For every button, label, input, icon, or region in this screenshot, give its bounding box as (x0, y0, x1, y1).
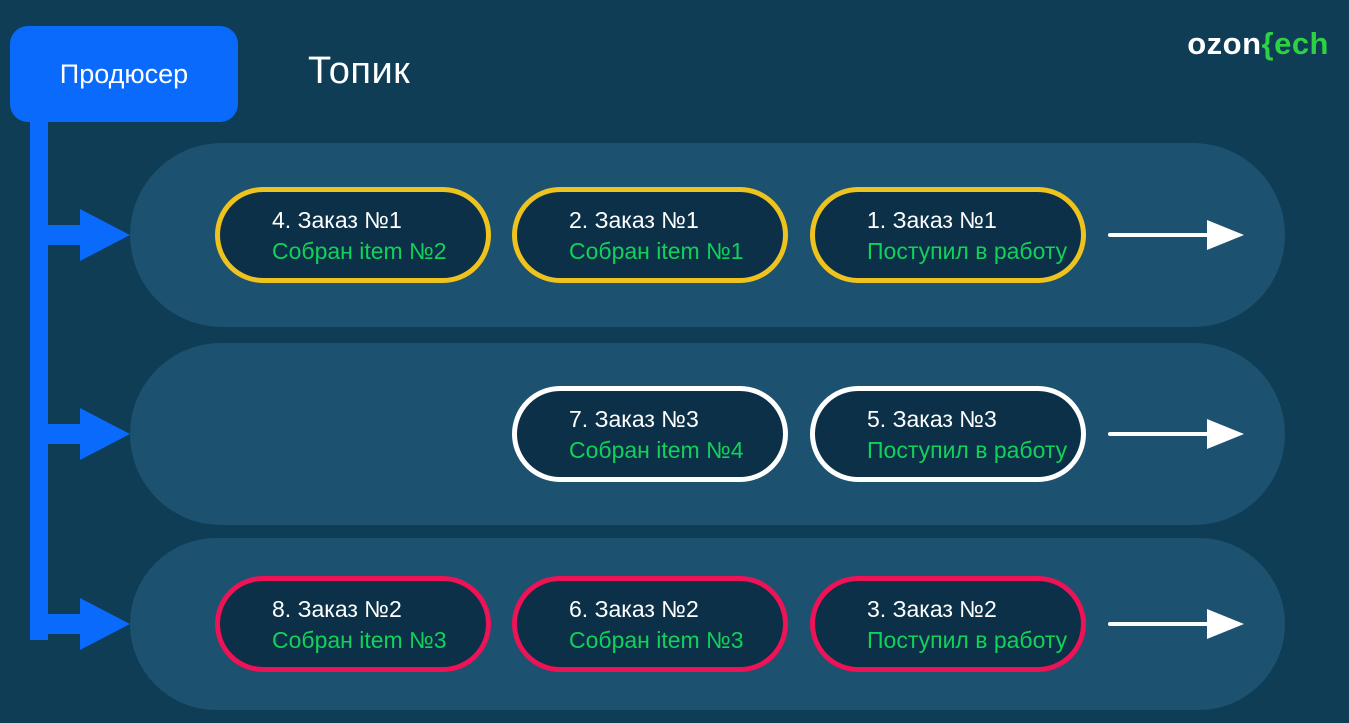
arrow-shaft (46, 614, 82, 634)
message-status: Собран item №3 (569, 626, 744, 653)
logo-tech-text: {ech (1261, 26, 1329, 61)
message-title: 3. Заказ №2 (867, 595, 997, 622)
topic-title: Топик (308, 50, 411, 92)
message-pill: 7. Заказ №3 Собран item №4 (512, 386, 788, 482)
message-title: 5. Заказ №3 (867, 405, 997, 432)
message-title: 1. Заказ №1 (867, 206, 997, 233)
arrow-head-icon (80, 598, 130, 650)
message-status: Поступил в работу (867, 626, 1068, 653)
logo-ozon-text: ozon (1187, 26, 1262, 61)
message-status: Поступил в работу (867, 436, 1068, 463)
partition-lane-2: 7. Заказ №3 Собран item №4 5. Заказ №3 П… (130, 343, 1285, 525)
message-title: 8. Заказ №2 (272, 595, 402, 622)
message-title: 6. Заказ №2 (569, 595, 699, 622)
message-status: Собран item №2 (272, 237, 447, 264)
producer-box: Продюсер (10, 26, 238, 122)
message-status: Собран item №4 (569, 436, 744, 463)
message-pill: 3. Заказ №2 Поступил в работу (810, 576, 1086, 672)
arrow-head-icon (1207, 609, 1244, 639)
message-pill: 4. Заказ №1 Собран item №2 (215, 187, 491, 283)
message-status: Собран item №1 (569, 237, 744, 264)
arrow-shaft (46, 225, 82, 245)
message-pill: 8. Заказ №2 Собран item №3 (215, 576, 491, 672)
partition-lane-1: 4. Заказ №1 Собран item №2 2. Заказ №1 С… (130, 143, 1285, 327)
arrow-shaft (46, 424, 82, 444)
producer-label: Продюсер (59, 58, 189, 89)
arrow-head-icon (1207, 419, 1244, 449)
message-pill: 1. Заказ №1 Поступил в работу (810, 187, 1086, 283)
message-status: Поступил в работу (867, 237, 1068, 264)
message-pill: 6. Заказ №2 Собран item №3 (512, 576, 788, 672)
message-pill: 2. Заказ №1 Собран item №1 (512, 187, 788, 283)
arrow-shaft (1108, 622, 1210, 626)
message-title: 2. Заказ №1 (569, 206, 699, 233)
message-title: 4. Заказ №1 (272, 206, 402, 233)
arrow-shaft (1108, 233, 1210, 237)
arrow-head-icon (80, 209, 130, 261)
arrow-head-icon (1207, 220, 1244, 250)
message-title: 7. Заказ №3 (569, 405, 699, 432)
producer-flow-line (30, 110, 48, 640)
ozon-tech-logo: ozon{ech (1187, 26, 1329, 62)
message-status: Собран item №3 (272, 626, 447, 653)
arrow-shaft (1108, 432, 1210, 436)
partition-lane-3: 8. Заказ №2 Собран item №3 6. Заказ №2 С… (130, 538, 1285, 710)
arrow-head-icon (80, 408, 130, 460)
message-pill: 5. Заказ №3 Поступил в работу (810, 386, 1086, 482)
